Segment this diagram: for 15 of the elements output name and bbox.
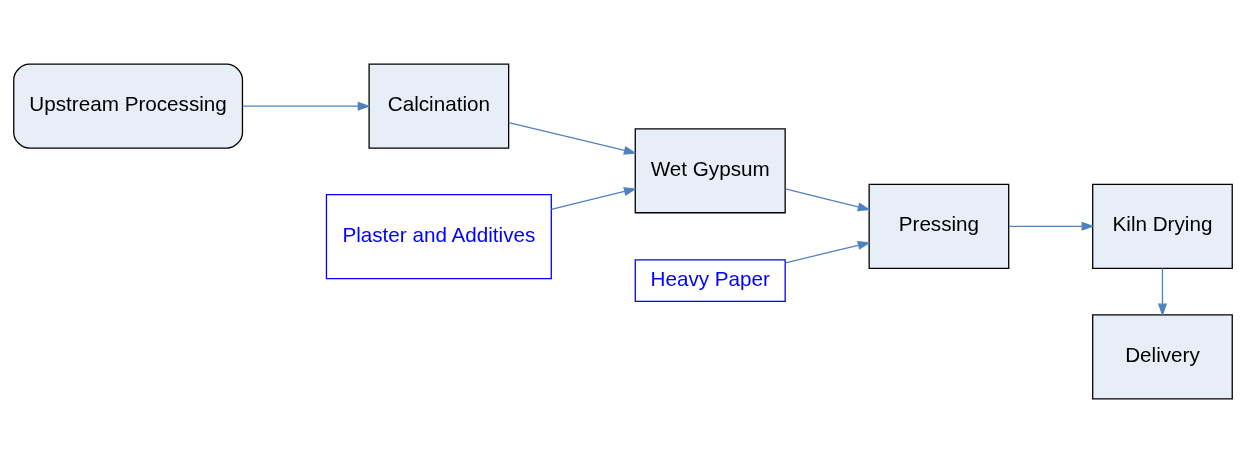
arrow bbox=[1008, 221, 1095, 231]
arrow bbox=[1157, 267, 1167, 316]
node-box: Heavy Paper bbox=[634, 258, 786, 302]
arrow bbox=[784, 187, 871, 211]
node-box: Plaster and Additives bbox=[325, 193, 552, 279]
arrow bbox=[242, 101, 371, 111]
node-box: Kiln Drying bbox=[1092, 183, 1233, 269]
node-box: Upstream Processing bbox=[13, 63, 244, 149]
node-box: Pressing bbox=[868, 183, 1010, 269]
arrow bbox=[508, 121, 637, 155]
arrow bbox=[784, 240, 871, 263]
node-box: Delivery bbox=[1092, 313, 1233, 399]
node-box: Calcination bbox=[368, 63, 510, 149]
arrow bbox=[550, 186, 637, 210]
node-box: Wet Gypsum bbox=[634, 127, 786, 213]
